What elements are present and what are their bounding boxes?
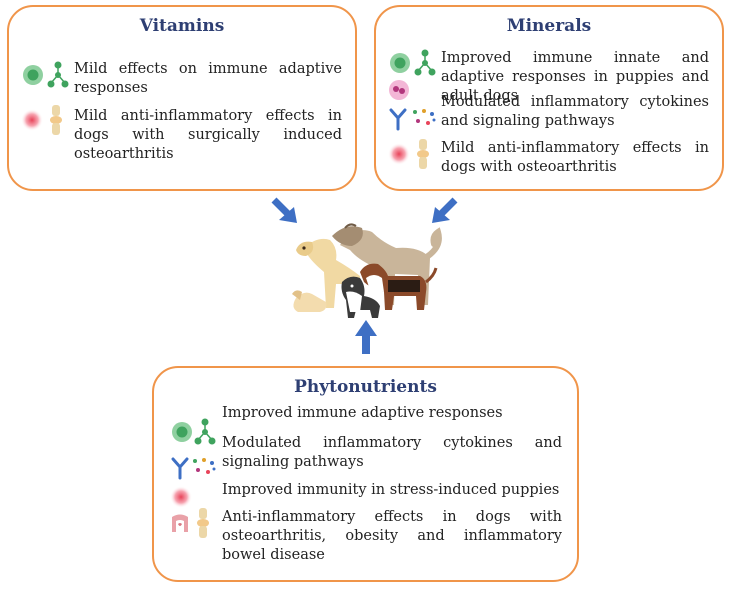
vitamins-box: Vitamins Mild effects on immune adaptive… [7, 5, 357, 191]
immune-cell-icon [170, 420, 194, 448]
antibody-icon [388, 107, 408, 135]
intestine-icon [168, 512, 192, 540]
vitamins-title: Vitamins [139, 16, 225, 36]
cytokine-icon [190, 456, 218, 482]
inflammation-icon [388, 143, 410, 169]
phytonutrients-item-3: Improved immunity in stress-induced pupp… [222, 482, 560, 498]
phytonutrients-item-4: Anti-inflammatory effects in dogs with o… [222, 509, 562, 563]
arrow-from-phytonutrients [355, 320, 377, 354]
inflammation-icon [21, 109, 43, 135]
dogs-group-illustration [292, 223, 442, 318]
immune-cell-icon [21, 63, 45, 91]
phytonutrients-box: Phytonutrients Improved immune adaptive … [152, 366, 579, 582]
knee-joint-icon [49, 105, 63, 139]
dendritic-cell-icon [194, 416, 216, 450]
knee-joint-icon [196, 508, 210, 542]
neutrophil-icon [388, 79, 410, 105]
antibody-icon [170, 456, 190, 484]
vitamins-item-2: Mild anti-inflammatory effects in dogs w… [74, 108, 342, 162]
vitamins-item-1: Mild effects on immune adaptive response… [74, 61, 342, 96]
inflammation-icon [170, 486, 192, 512]
dendritic-cell-icon [47, 59, 69, 93]
dendritic-cell-icon [414, 47, 436, 81]
arrow-from-minerals [432, 197, 458, 223]
arrow-from-vitamins [271, 197, 297, 223]
minerals-item-2: Modulated inflammatory cytokines and sig… [441, 94, 709, 129]
phytonutrients-item-2: Modulated inflammatory cytokines and sig… [222, 435, 562, 470]
minerals-item-1: Improved immune innate and adaptive resp… [441, 50, 709, 104]
knee-joint-icon [416, 139, 430, 173]
minerals-box: Minerals Improved immune innate and adap… [374, 5, 724, 191]
minerals-item-3: Mild anti-inflammatory effects in dogs w… [441, 140, 709, 175]
immune-cell-icon [388, 51, 412, 79]
minerals-title: Minerals [506, 16, 592, 36]
cytokine-icon [410, 107, 438, 133]
phytonutrients-item-1: Improved immune adaptive responses [222, 405, 503, 421]
phytonutrients-title: Phytonutrients [294, 377, 437, 397]
